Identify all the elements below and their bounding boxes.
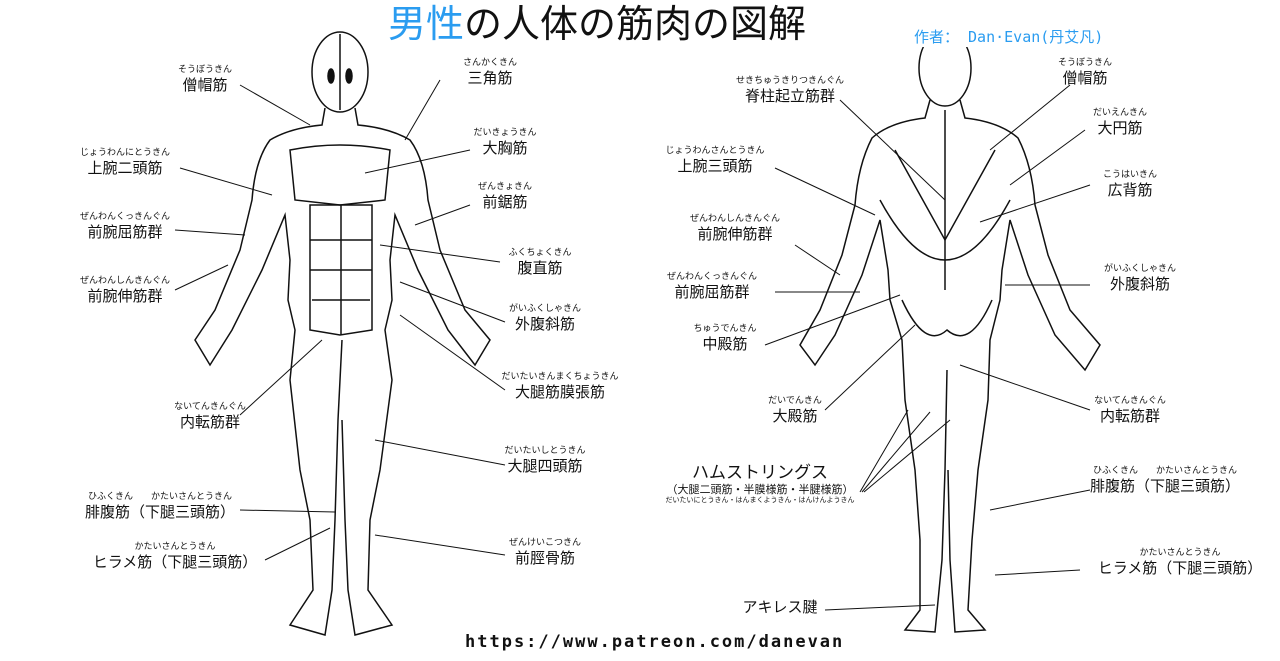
label-name: 外腹斜筋 <box>514 315 576 333</box>
muscle-label: だいたいきんまくちょうきん大腿筋膜張筋 <box>501 372 618 402</box>
label-ruby: がいふくしゃきん <box>508 304 582 314</box>
label-name: 三角筋 <box>467 69 513 87</box>
label-name: 大円筋 <box>1097 119 1143 137</box>
front-figure <box>194 31 491 636</box>
label-ruby: じょうわんさんとうきん <box>665 146 765 156</box>
label-name: アキレス腱 <box>742 598 818 616</box>
label-name: 上腕二頭筋 <box>87 159 163 177</box>
muscle-label: だいきょうきん大胸筋 <box>473 128 536 158</box>
label-name: 僧帽筋 <box>1062 69 1108 87</box>
muscle-label: ふくちょくきん腹直筋 <box>508 248 571 278</box>
label-name: 大腿四頭筋 <box>507 457 583 475</box>
label-ruby: だいきょうきん <box>473 128 537 138</box>
muscle-label: そうぼうきん僧帽筋 <box>178 65 232 95</box>
muscle-label: ないてんきんぐん内転筋群 <box>1094 396 1166 426</box>
label-ruby: ひふくきん かたいさんとうきん <box>87 492 233 502</box>
label-ruby: だいえんきん <box>1092 108 1148 118</box>
label-ruby: がいふくしゃきん <box>1103 264 1177 274</box>
muscle-label: ぜんわんくっきんぐん前腕屈筋群 <box>80 212 170 242</box>
muscle-label: だいでんきん大殿筋 <box>768 396 822 426</box>
label-name: 大胸筋 <box>482 139 528 157</box>
muscle-label: がいふくしゃきん外腹斜筋 <box>1104 264 1176 294</box>
label-ruby: だいたいきんまくちょうきん <box>501 372 619 382</box>
muscle-label: かたいさんとうきんヒラメ筋（下腿三頭筋） <box>93 542 258 572</box>
title-rest: の人体の筋肉の図解 <box>464 2 807 46</box>
label-ruby: かたいさんとうきん <box>134 542 216 552</box>
author-credit: 作者： Dan·Evan(丹艾凡) <box>912 26 1106 47</box>
label-ruby: さんかくきん <box>462 58 518 68</box>
label-ruby: そうぼうきん <box>177 65 233 75</box>
muscle-label: がいふくしゃきん外腹斜筋 <box>509 304 581 334</box>
muscle-label: だいえんきん大円筋 <box>1093 108 1147 138</box>
muscle-label: そうぼうきん僧帽筋 <box>1058 58 1112 88</box>
label-name: 脊柱起立筋群 <box>744 87 835 105</box>
label-ruby: ふくちょくきん <box>508 248 572 258</box>
label-ruby: だいたいにとうきん・はんまくようきん・はんけんようきん <box>665 496 855 504</box>
label-ruby: ぜんけいこつきん <box>508 538 582 548</box>
muscle-label: ぜんわんくっきんぐん前腕屈筋群 <box>667 272 757 302</box>
label-ruby: ないてんきんぐん <box>1094 396 1166 406</box>
muscle-label: ひふくきん かたいさんとうきん腓腹筋（下腿三頭筋） <box>85 492 235 522</box>
label-name: ヒラメ筋（下腿三頭筋） <box>1097 559 1263 577</box>
label-hamstrings: ハムストリングス （大腿二頭筋・半膜様筋・半腱様筋） だいたいにとうきん・はんま… <box>666 464 855 505</box>
label-name: 腓腹筋（下腿三頭筋） <box>84 503 236 521</box>
label-ruby: ちゅうでんきん <box>693 324 757 334</box>
label-name: ヒラメ筋（下腿三頭筋） <box>92 553 258 571</box>
label-ruby: だいでんきん <box>768 396 822 406</box>
label-ruby: ぜんわんくっきんぐん <box>666 272 758 282</box>
muscle-label: ちゅうでんきん中殿筋 <box>693 324 756 354</box>
label-name: 前腕屈筋群 <box>87 223 163 241</box>
title-accent: 男性 <box>388 2 465 46</box>
label-ruby: ぜんわんしんきんぐん <box>79 276 171 286</box>
label-name: 中殿筋 <box>702 335 748 353</box>
label-name: 前腕伸筋群 <box>87 287 163 305</box>
muscle-label: じょうわんにとうきん上腕二頭筋 <box>80 148 170 178</box>
label-name: 内転筋群 <box>1099 407 1161 425</box>
muscle-label: こうはいきん広背筋 <box>1103 170 1157 200</box>
label-name: 大殿筋 <box>772 407 818 425</box>
label-ruby: そうぼうきん <box>1057 58 1113 68</box>
page-title: 男性の人体の筋肉の図解 <box>388 2 806 46</box>
label-name: 僧帽筋 <box>182 76 228 94</box>
label-name: 広背筋 <box>1107 181 1153 199</box>
label-name: 腓腹筋（下腿三頭筋） <box>1089 477 1241 495</box>
label-ruby: じょうわんにとうきん <box>79 148 171 158</box>
muscle-label: ないてんきんぐん内転筋群 <box>174 402 246 432</box>
label-ruby: かたいさんとうきん <box>1139 548 1221 558</box>
muscle-label: だいたいしとうきん大腿四頭筋 <box>504 446 585 476</box>
label-ruby: ぜんわんしんきんぐん <box>689 214 781 224</box>
muscle-label: ひふくきん かたいさんとうきん腓腹筋（下腿三頭筋） <box>1090 466 1240 496</box>
muscle-label: せきちゅうきりつきんぐん脊柱起立筋群 <box>736 76 844 106</box>
label-name: ハムストリングス <box>692 463 828 483</box>
label-name: 前腕屈筋群 <box>674 283 750 301</box>
label-ruby: ぜんわんくっきんぐん <box>79 212 171 222</box>
label-ruby: ぜんきょきん <box>477 182 533 192</box>
muscle-label: ぜんけいこつきん前脛骨筋 <box>509 538 581 568</box>
muscle-label: ぜんわんしんきんぐん前腕伸筋群 <box>690 214 780 244</box>
label-ruby: せきちゅうきりつきんぐん <box>735 76 845 86</box>
muscle-label: かたいさんとうきんヒラメ筋（下腿三頭筋） <box>1098 548 1263 578</box>
muscle-label: じょうわんさんとうきん上腕三頭筋 <box>665 146 764 176</box>
label-name: 前腕伸筋群 <box>697 225 773 243</box>
label-ruby: だいたいしとうきん <box>504 446 586 456</box>
leader-lines <box>174 79 1091 611</box>
label-name: 大腿筋膜張筋 <box>514 383 606 401</box>
label-name: 腹直筋 <box>517 259 563 277</box>
patreon-url: https://www.patreon.com/danevan <box>465 632 845 652</box>
label-ruby: こうはいきん <box>1102 170 1158 180</box>
label-name: 外腹斜筋 <box>1109 275 1171 293</box>
muscle-label: ぜんきょきん前鋸筋 <box>478 182 532 212</box>
label-name: 内転筋群 <box>179 413 241 431</box>
label-name: 前鋸筋 <box>482 193 528 211</box>
label-sub: （大腿二頭筋・半膜様筋・半腱様筋） <box>666 483 854 496</box>
muscle-label: さんかくきん三角筋 <box>463 58 517 88</box>
muscle-label: ぜんわんしんきんぐん前腕伸筋群 <box>80 276 170 306</box>
muscle-label: アキレス腱 <box>742 598 817 617</box>
back-figure <box>799 29 1101 633</box>
label-ruby: ないてんきんぐん <box>174 402 246 412</box>
label-name: 上腕三頭筋 <box>677 157 753 175</box>
label-name: 前脛骨筋 <box>514 549 576 567</box>
label-ruby: ひふくきん かたいさんとうきん <box>1092 466 1238 476</box>
